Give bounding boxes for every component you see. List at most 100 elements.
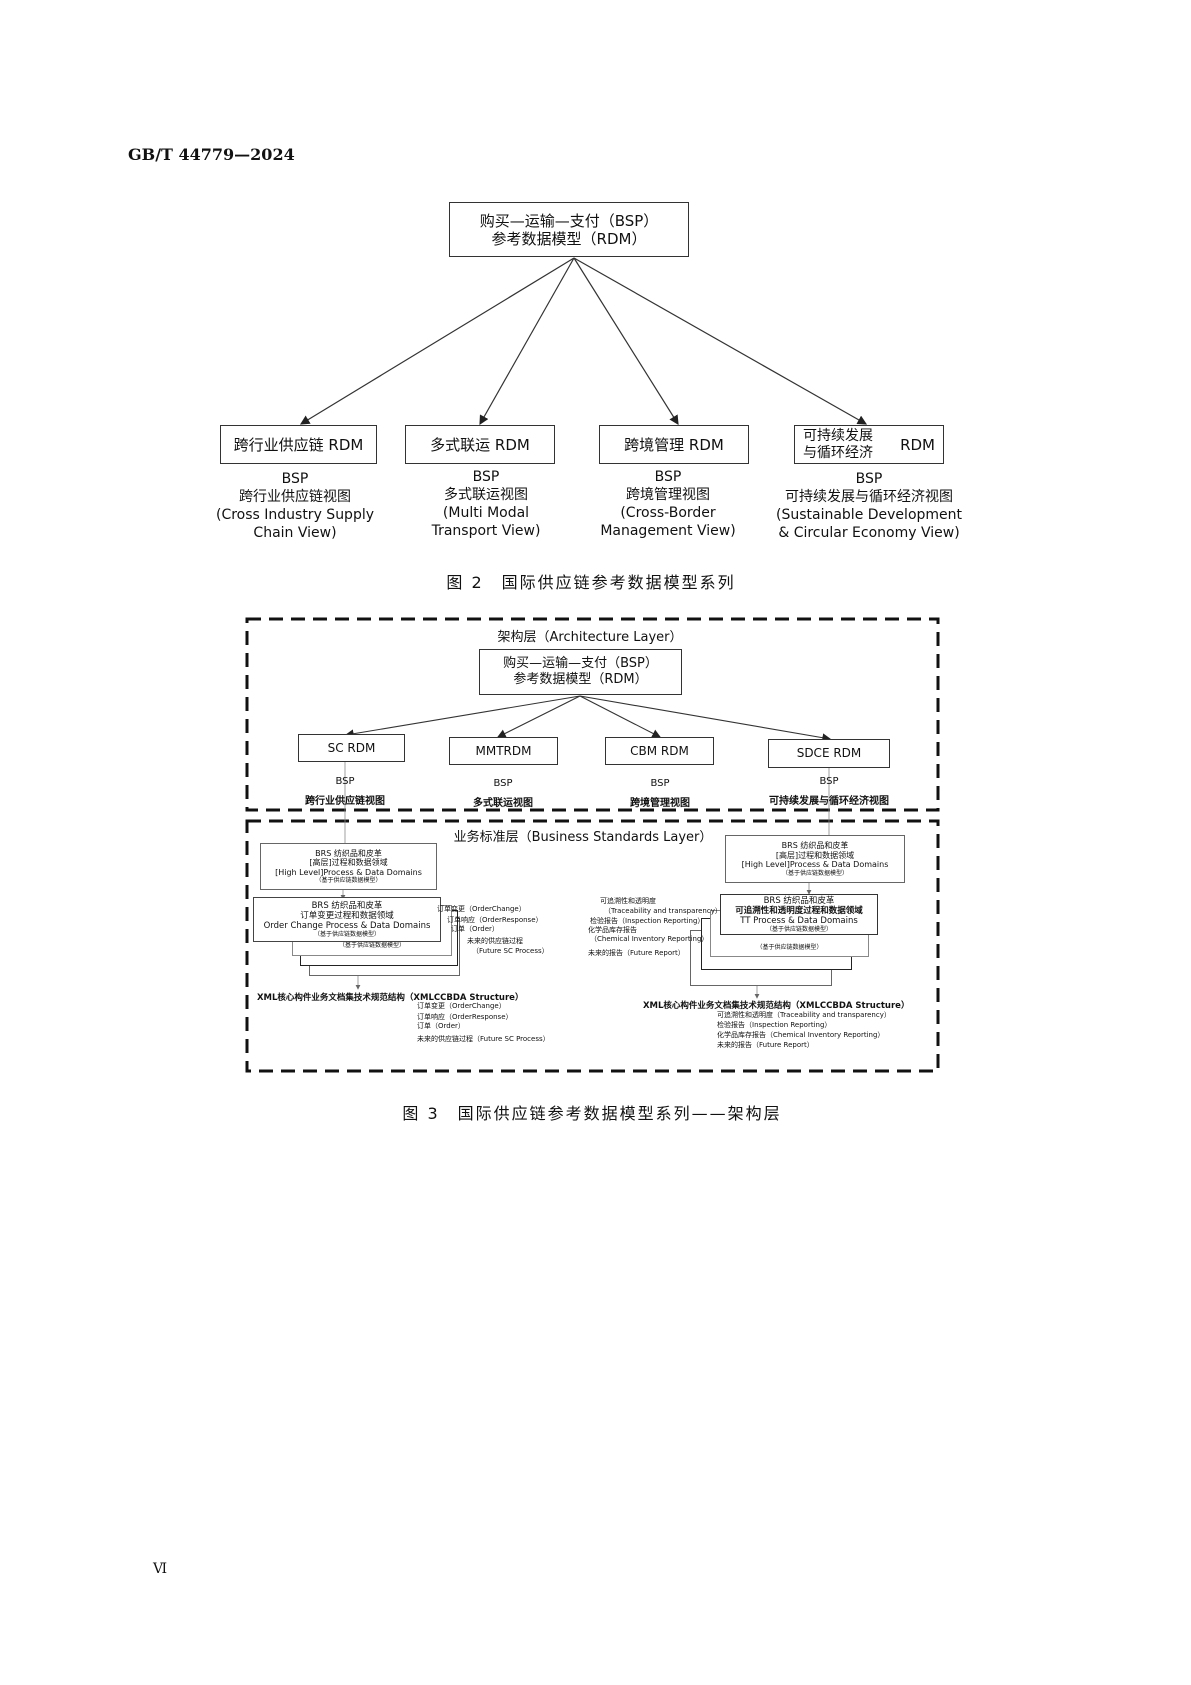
right-side-label: 未来的报告（Future Report）	[588, 949, 685, 957]
mmtrdm-box: MMTRDM	[449, 737, 558, 765]
left-xml-title: XML核心构件业务文档集技术规范结构（XMLCCBDA Structure）	[257, 993, 524, 1003]
root-line1: 购买—运输—支付（BSP）	[503, 656, 658, 672]
right-xml-item: 未来的报告（Future Report）	[717, 1041, 814, 1049]
left-process-box: BRS 纺织品和皮革 订单变更过程和数据领域 Order Change Proc…	[253, 897, 441, 942]
box-label: 跨境管理 RDM	[624, 435, 724, 454]
cross-industry-rdm-box: 跨行业供应链 RDM	[220, 425, 377, 464]
left-xml-item: 订单变更（OrderChange）	[417, 1002, 506, 1010]
label-line: BSP	[855, 471, 883, 487]
cross-border-rdm-box: 跨境管理 RDM	[599, 425, 749, 464]
mmt-view-label: BSP 多式联运视图	[473, 774, 533, 814]
line: （基于供应链数据模型）	[781, 869, 848, 877]
label-line: & Circular Economy View)	[778, 525, 960, 541]
business-layer-title: 业务标准层（Business Standards Layer）	[453, 830, 713, 845]
right-side-label: 可追溯性和透明度	[600, 897, 656, 905]
box-line2: 与循环经济	[803, 444, 873, 461]
left-side-label: 订单（Order）	[451, 925, 499, 933]
left-xml-item: 订单响应（OrderResponse）	[417, 1013, 513, 1021]
root-line2: 参考数据模型（RDM）	[491, 229, 647, 248]
line: [High Level]Process & Data Domains	[741, 860, 889, 870]
line: BRS 纺织品和皮革	[315, 848, 382, 858]
label-line: BSP	[654, 469, 682, 485]
arrow-fig2-4	[573, 257, 868, 425]
box-label: CBM RDM	[630, 743, 689, 758]
line: （基于供应链数据模型）	[765, 926, 832, 934]
left-xml-item: 未来的供应链过程（Future SC Process）	[417, 1035, 550, 1043]
bsp: BSP	[493, 778, 513, 789]
view: 多式联运视图	[473, 798, 533, 809]
label-line: BSP	[472, 469, 500, 485]
right-xml-item: 可追溯性和透明度（Traceability and transparency）	[717, 1011, 891, 1019]
arrow-fig2-2	[479, 257, 575, 426]
label-line: (Cross-Border	[620, 505, 716, 521]
standard-id: GB/T 44779—2024	[128, 145, 295, 164]
box-label: 多式联运 RDM	[430, 435, 530, 454]
stack-note: （基于供应链数据模型）	[756, 943, 823, 951]
sdce-rdm-box-fig3: SDCE RDM	[768, 739, 890, 768]
view: 跨行业供应链视图	[305, 796, 385, 807]
view: 可持续发展与循环经济视图	[769, 796, 889, 807]
right-side-label: 化学品库存报告	[588, 926, 637, 934]
line: BRS 纺织品和皮革	[781, 841, 849, 851]
line: 订单变更过程和数据领域	[300, 910, 394, 921]
right-xml-title: XML核心构件业务文档集技术规范结构（XMLCCBDA Structure）	[643, 1001, 910, 1011]
sdce-rdm-box: 可持续发展与循环经济 RDM	[794, 425, 944, 464]
label-line: (Sustainable Development	[775, 507, 963, 523]
sc-rdm-box: SC RDM	[298, 734, 405, 762]
sc-view-label: BSP 跨行业供应链视图	[305, 772, 385, 812]
architecture-layer-title: 架构层（Architecture Layer）	[497, 630, 683, 645]
bsp: BSP	[335, 776, 355, 787]
right-high-level-box: BRS 纺织品和皮革 [高层]过程和数据领域 [High Level]Proce…	[725, 835, 905, 883]
line: TT Process & Data Domains	[740, 916, 858, 926]
cbm-rdm-box: CBM RDM	[605, 737, 714, 765]
figure3-caption: 图 3 国际供应链参考数据模型系列——架构层	[402, 1104, 782, 1123]
label-line: 跨境管理视图	[625, 487, 710, 503]
view-label-4: BSP 可持续发展与循环经济视图 (Sustainable Development &…	[776, 470, 962, 542]
root-line2: 参考数据模型（RDM）	[513, 672, 648, 687]
right-process-box: BRS 纺织品和皮革 可追溯性和透明度过程和数据领域 TT Process & …	[720, 894, 878, 935]
figure2-caption: 图 2 国际供应链参考数据模型系列	[446, 573, 736, 592]
label-line: BSP	[281, 471, 309, 487]
arrow-fig2-3	[573, 257, 679, 426]
line: BRS 纺织品和皮革	[763, 895, 835, 906]
label-line: (Multi Modal	[442, 505, 530, 521]
line: [高层]过程和数据领域	[309, 858, 388, 868]
box-label: 跨行业供应链 RDM	[233, 435, 364, 454]
arrow-fig2-1	[299, 257, 575, 425]
left-side-label: 订单变更（OrderChange）	[437, 905, 526, 913]
label-line: (Cross Industry Supply	[215, 507, 375, 523]
right-side-label: 检验报告（Inspection Reporting）	[590, 917, 705, 925]
box-label: MMTRDM	[475, 743, 532, 758]
box-label: SDCE RDM	[796, 746, 862, 761]
left-side-label: 订单响应（OrderResponse）	[447, 916, 543, 924]
right-side-label: （Chemical Inventory Reporting）	[590, 935, 709, 943]
right-xml-item: 化学品库存报告（Chemical Inventory Reporting）	[717, 1031, 885, 1039]
right-side-label: （Traceability and transparency）	[604, 907, 722, 915]
line: （基于供应链数据模型）	[315, 877, 382, 885]
bsp-rdm-root-box: 购买—运输—支付（BSP） 参考数据模型（RDM）	[449, 202, 689, 257]
stack-note: （基于供应链数据模型）	[338, 941, 405, 949]
business-layer-border	[245, 819, 940, 1073]
box-rdm: RDM	[900, 435, 935, 454]
label-line: 多式联运视图	[443, 487, 528, 503]
root-line1: 购买—运输—支付（BSP）	[479, 211, 659, 230]
label-line: Management View)	[600, 523, 736, 539]
left-side-label: （Future SC Process）	[472, 947, 549, 955]
line: [高层]过程和数据领域	[775, 850, 855, 860]
box-line1: 可持续发展	[803, 428, 873, 445]
label-line: 跨行业供应链视图	[238, 489, 351, 505]
view: 跨境管理视图	[630, 798, 690, 809]
page-number: Ⅵ	[153, 1561, 168, 1577]
line: [High Level]Process & Data Domains	[275, 867, 422, 877]
line: 可追溯性和透明度过程和数据领域	[735, 905, 863, 916]
label-line: Transport View)	[431, 523, 541, 539]
right-xml-item: 检验报告（Inspection Reporting）	[717, 1021, 832, 1029]
label-line: 可持续发展与循环经济视图	[784, 489, 953, 505]
multimodal-rdm-box: 多式联运 RDM	[405, 425, 555, 464]
left-side-label: 未来的供应链过程	[467, 937, 523, 945]
